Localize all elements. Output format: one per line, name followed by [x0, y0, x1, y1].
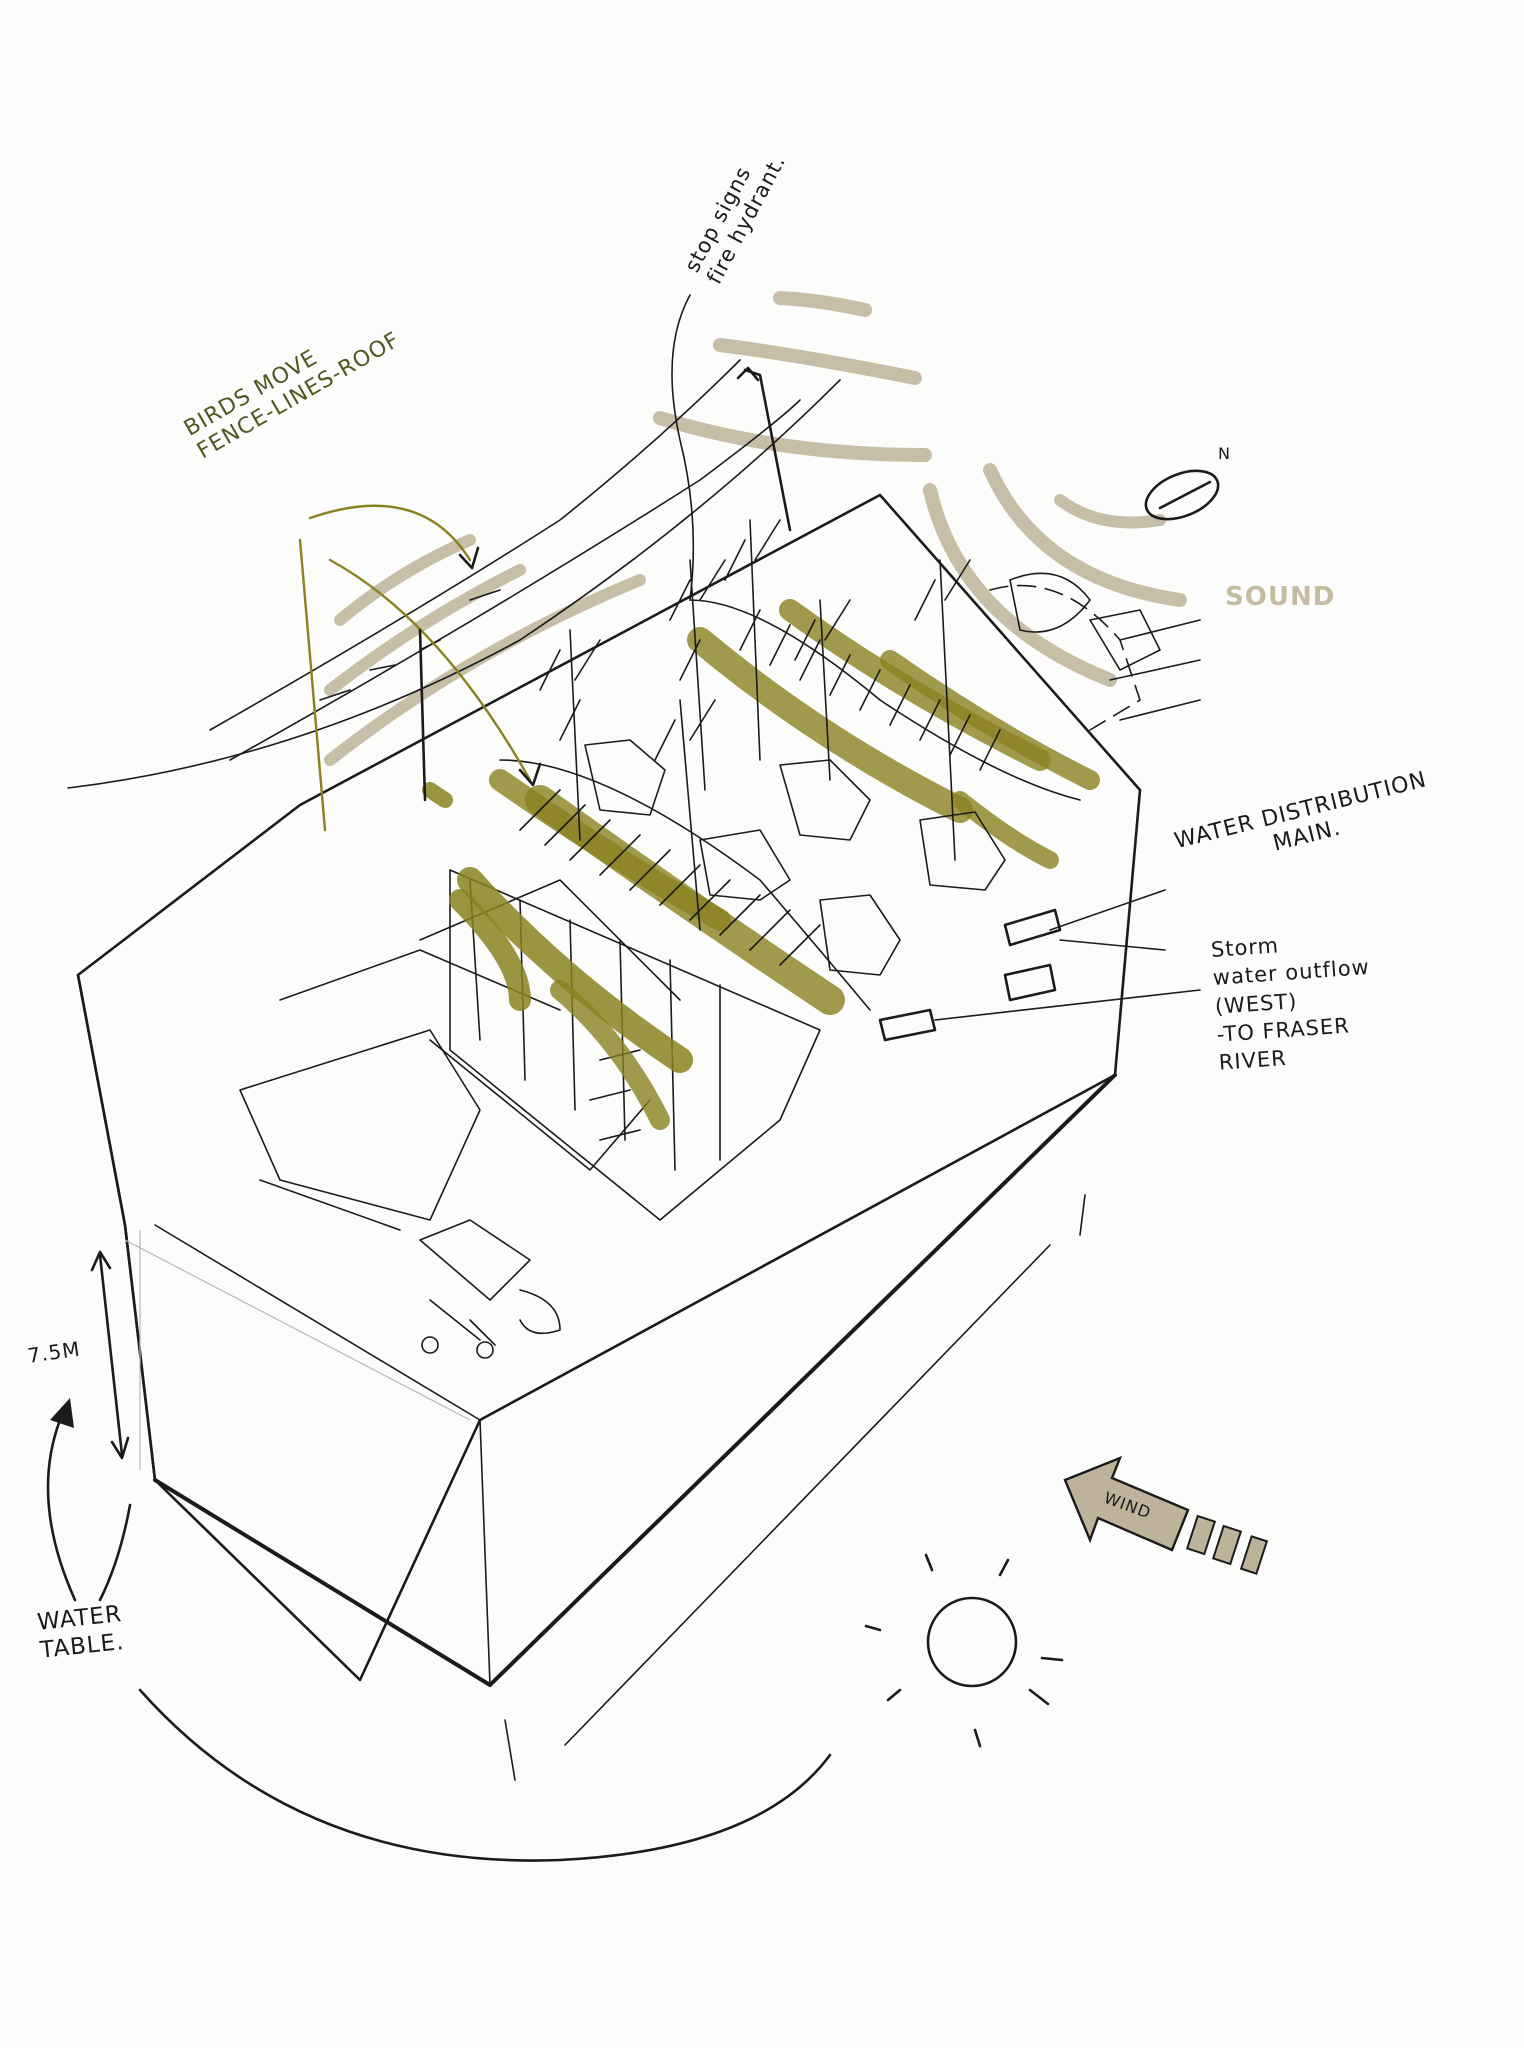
hatch-lines: [499, 599, 1081, 1011]
sound-waves-icon: [324, 291, 1187, 766]
north-arrow-icon: [1144, 469, 1220, 521]
site-block: [76, 493, 1142, 1781]
bird-movement-arrows: [298, 504, 542, 832]
right-lot: [989, 584, 1201, 731]
cars: [584, 572, 1161, 976]
sound-label: SOUND: [1225, 582, 1336, 612]
sun-icon: [864, 1553, 1064, 1748]
stop-sign-leader: [418, 294, 792, 802]
water-table-label: WATER TABLE.: [36, 1601, 126, 1664]
storm-water-label: Storm water outflow (WEST) -TO FRASER RI…: [1210, 933, 1371, 1076]
planting-strips: [422, 599, 1100, 1130]
trees: [539, 519, 971, 931]
water-table-lines: [46, 1398, 832, 1862]
depth-dimension: [90, 1250, 130, 1460]
fence-lines: [67, 359, 841, 789]
north-label: N: [1218, 444, 1231, 463]
wind-arrow-icon: [1063, 1455, 1269, 1575]
pipes: [878, 889, 1201, 1042]
